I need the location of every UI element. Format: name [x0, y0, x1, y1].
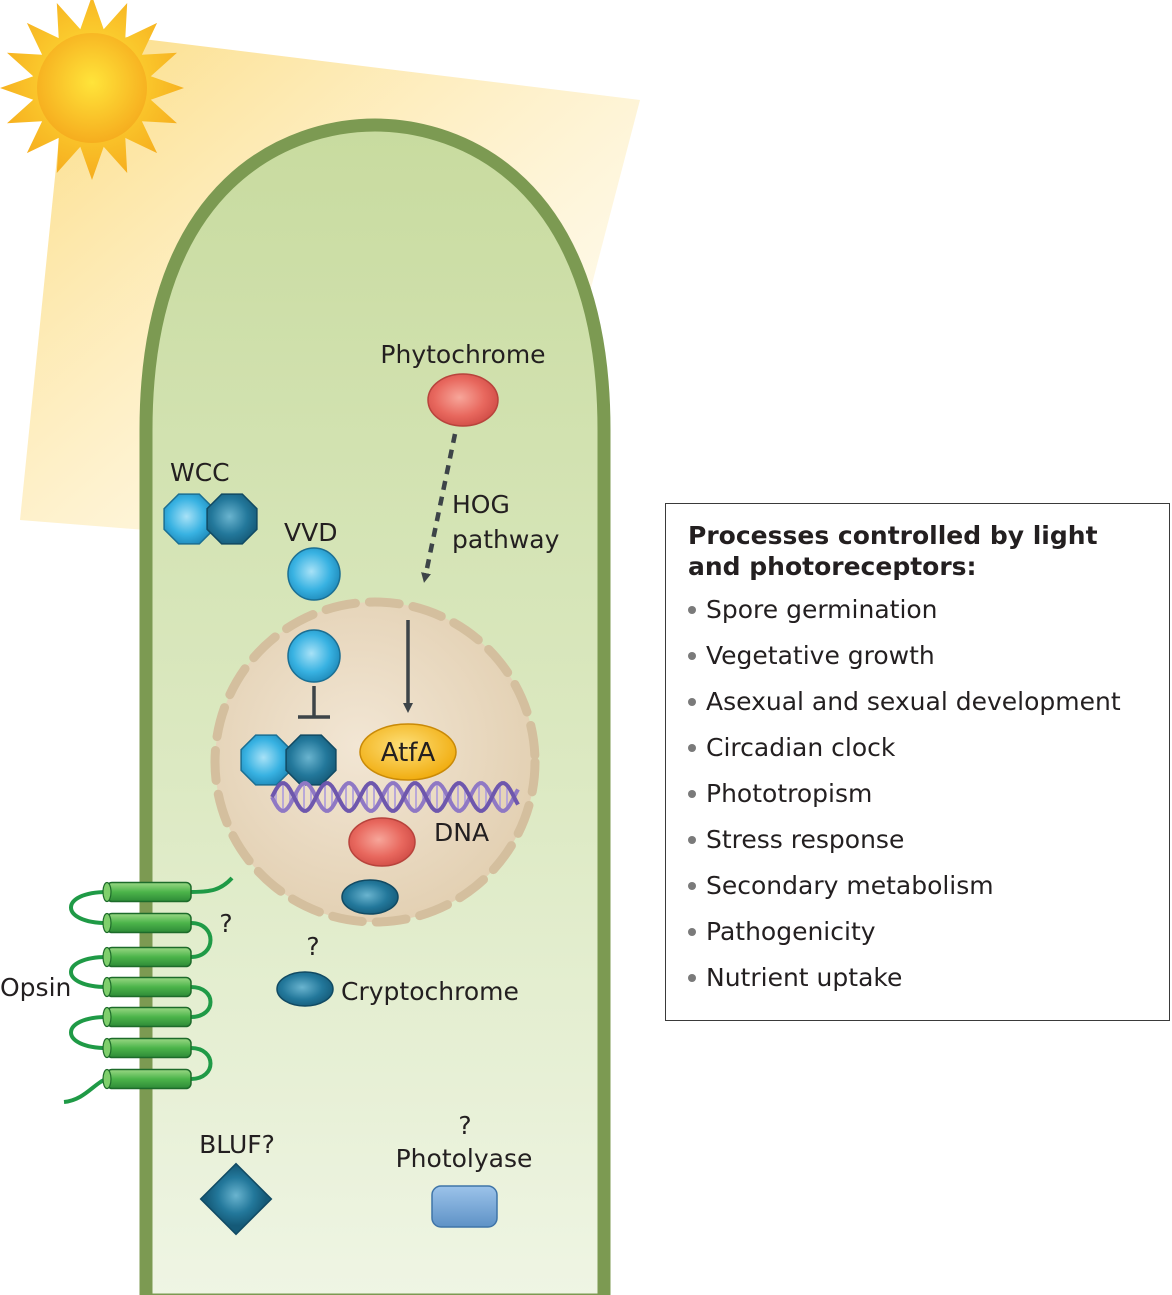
- opsin-helix: [106, 912, 192, 934]
- process-item-label: Nutrient uptake: [706, 963, 903, 992]
- dna-label: DNA: [434, 818, 489, 847]
- processes-box: Processes controlled by light and photor…: [665, 503, 1170, 1021]
- atfa-protein: [359, 723, 457, 781]
- process-item: Phototropism: [688, 771, 1159, 817]
- process-item: Pathogenicity: [688, 909, 1159, 955]
- wcc-label: WCC: [170, 458, 230, 487]
- photolyase-question-mark: ?: [458, 1111, 471, 1140]
- cryptochrome-protein-nucleus: [341, 879, 399, 915]
- inhibition-line: [298, 686, 330, 719]
- wcc-complex-nucleus: [240, 734, 337, 786]
- hog-label-line1: HOG: [452, 490, 510, 519]
- wcc-complex: [163, 493, 258, 545]
- opsin-helix: [106, 1068, 192, 1090]
- phytochrome-protein-nucleus: [348, 817, 416, 867]
- processes-title: Processes controlled by light and photor…: [688, 521, 1098, 581]
- opsin-helix: [106, 976, 192, 998]
- phytochrome-label: Phytochrome: [380, 340, 545, 369]
- process-item: Nutrient uptake: [688, 955, 1159, 1001]
- hog-pathway-arrow: [421, 433, 458, 583]
- dna-helix: [270, 781, 520, 813]
- vvd-protein-nucleus: [287, 629, 341, 683]
- cryptochrome-question-mark: ?: [306, 932, 319, 961]
- process-item-label: Asexual and sexual development: [706, 687, 1121, 716]
- bullet-icon: [688, 882, 696, 890]
- wc2-protein: [206, 493, 258, 545]
- process-item-label: Stress response: [706, 825, 905, 854]
- dna-strand: [270, 781, 520, 813]
- opsin-helix-end: [102, 912, 112, 934]
- opsin-helix: [106, 1006, 192, 1028]
- dna-strand: [270, 781, 520, 813]
- cryptochrome-label: Cryptochrome: [341, 977, 519, 1006]
- opsin-question-mark: ?: [219, 909, 232, 938]
- bluf-protein: [199, 1162, 273, 1236]
- bullet-icon: [688, 698, 696, 706]
- process-item-label: Pathogenicity: [706, 917, 876, 946]
- bullet-icon: [688, 790, 696, 798]
- bullet-icon: [688, 744, 696, 752]
- phytochrome-protein: [427, 373, 499, 427]
- opsin-protein: [63, 876, 234, 1104]
- photolyase-label: Photolyase: [396, 1144, 533, 1173]
- process-item: Stress response: [688, 817, 1159, 863]
- process-item-label: Spore germination: [706, 595, 938, 624]
- opsin-label: Opsin: [0, 973, 71, 1002]
- cryptochrome-protein: [276, 971, 334, 1007]
- process-item-label: Secondary metabolism: [706, 871, 994, 900]
- wc1-protein-nucleus: [240, 734, 292, 786]
- opsin-loops: [63, 876, 234, 1104]
- opsin-helix-end: [102, 976, 112, 998]
- process-item: Spore germination: [688, 587, 1159, 633]
- process-item: Secondary metabolism: [688, 863, 1159, 909]
- opsin-helix: [106, 1037, 192, 1059]
- opsin-helix-end: [102, 1068, 112, 1090]
- opsin-helix-end: [102, 946, 112, 968]
- process-item: Vegetative growth: [688, 633, 1159, 679]
- bluf-label: BLUF?: [199, 1130, 275, 1159]
- process-item-label: Phototropism: [706, 779, 873, 808]
- opsin-helix-end: [102, 1037, 112, 1059]
- process-item: Asexual and sexual development: [688, 679, 1159, 725]
- wc2-protein-nucleus: [285, 734, 337, 786]
- vvd-label: VVD: [284, 518, 337, 547]
- opsin-helix: [106, 946, 192, 968]
- vvd-protein-cytoplasm: [287, 547, 341, 601]
- opsin-helix-end: [102, 881, 112, 903]
- opsin-helix: [106, 881, 192, 903]
- process-item: Circadian clock: [688, 725, 1159, 771]
- opsin-helix-end: [102, 1006, 112, 1028]
- hog-label-line2: pathway: [452, 525, 560, 554]
- process-item-label: Circadian clock: [706, 733, 896, 762]
- bullet-icon: [688, 974, 696, 982]
- bullet-icon: [688, 928, 696, 936]
- bullet-icon: [688, 652, 696, 660]
- wc1-protein: [163, 493, 215, 545]
- sun-icon: [0, 0, 184, 180]
- process-item-label: Vegetative growth: [706, 641, 935, 670]
- photolyase-protein: [431, 1185, 498, 1228]
- bullet-icon: [688, 606, 696, 614]
- atfa-label: AtfA: [381, 738, 436, 768]
- bullet-icon: [688, 836, 696, 844]
